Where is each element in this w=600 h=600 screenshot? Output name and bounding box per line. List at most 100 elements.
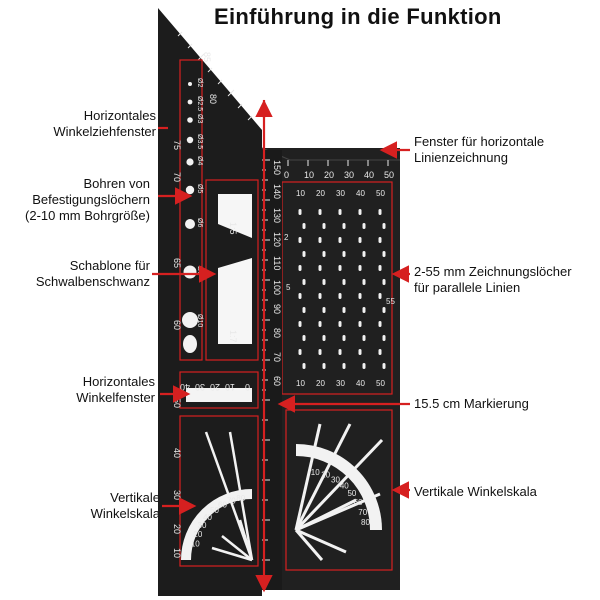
protractor-left-label: 80 xyxy=(236,494,245,503)
hole-size-label: Ø6 xyxy=(196,218,203,227)
drawing-hole xyxy=(362,307,366,313)
drawing-hole xyxy=(338,209,342,215)
protractor-right-label: 30 xyxy=(331,475,340,484)
vertical-scale-label: 130 xyxy=(272,208,282,223)
angle-label: 70 xyxy=(172,172,182,182)
angle-label: 65 xyxy=(172,258,182,268)
hole-size-label: Ø5 xyxy=(196,184,203,193)
vertical-scale-label: 80 xyxy=(272,328,282,338)
protractor-right-label: 20 xyxy=(321,471,330,480)
drawing-hole xyxy=(358,209,362,215)
drawing-hole xyxy=(382,223,386,229)
drawing-hole xyxy=(358,321,362,327)
top-scale-label: 20 xyxy=(324,170,334,180)
grid-top-label: 30 xyxy=(336,189,345,198)
drawing-hole xyxy=(378,209,382,215)
angle-label: 60 xyxy=(172,320,182,330)
grid-bottom-label: 50 xyxy=(376,379,385,388)
drawing-hole xyxy=(322,251,326,257)
drawing-hole xyxy=(358,265,362,271)
vertical-scale-label: 100 xyxy=(272,280,282,295)
vertical-scale-label: 90 xyxy=(272,304,282,314)
protractor-right-label: 70 xyxy=(358,508,367,517)
drawing-hole xyxy=(342,307,346,313)
hole-size-label: Ø2.5 xyxy=(196,96,203,111)
vertical-scale-label: 140 xyxy=(272,184,282,199)
protractor-left-label: 40 xyxy=(203,513,212,522)
grid-side-label: 5 xyxy=(286,283,291,292)
drawing-hole xyxy=(382,307,386,313)
grid-side-label: 55 xyxy=(386,297,395,306)
drawing-hole xyxy=(322,223,326,229)
drawing-hole xyxy=(342,363,346,369)
grid-bottom-label: 10 xyxy=(296,379,305,388)
drawing-hole xyxy=(338,293,342,299)
dovetail-cutout-bottom xyxy=(218,258,252,344)
drawing-hole xyxy=(378,321,382,327)
protractor-right-label: 10 xyxy=(311,468,320,477)
protractor-right-label: 80 xyxy=(361,518,370,527)
angle-label: 50 xyxy=(172,398,182,408)
protractor-right-arc xyxy=(295,444,382,531)
hole-size-label: Ø4 xyxy=(196,156,203,165)
drawing-hole xyxy=(378,237,382,243)
grid-bottom-label: 30 xyxy=(336,379,345,388)
window-scale-label: 30 xyxy=(195,382,205,392)
vertical-scale-label: 150 xyxy=(272,160,282,175)
top-scale-label: 30 xyxy=(344,170,354,180)
hole-size-label: Ø10 xyxy=(196,314,203,327)
drawing-hole xyxy=(382,363,386,369)
drawing-hole xyxy=(342,251,346,257)
protractor-left-label: 50 xyxy=(210,506,219,515)
angle-label: 85 xyxy=(202,52,212,62)
angle-label: 75 xyxy=(172,140,182,150)
protractor-right-rays xyxy=(294,423,384,561)
ratio-top-label: 1:5 xyxy=(228,222,238,235)
top-scale-label: 50 xyxy=(384,170,394,180)
diagonal-scale xyxy=(177,31,253,121)
protractor-right-label: 50 xyxy=(347,489,356,498)
angle-label: 10 xyxy=(172,548,182,558)
drawing-hole xyxy=(342,279,346,285)
vertical-scale-label: 60 xyxy=(272,376,282,386)
vertical-scale-label: 110 xyxy=(272,256,282,270)
drawing-hole xyxy=(298,209,302,215)
window-scale-label: 0 xyxy=(245,382,250,392)
tool-left-body xyxy=(158,8,262,596)
grid-side-label: 2 xyxy=(284,233,289,242)
angle-label: 30 xyxy=(172,490,182,500)
protractor-left-label: 10 xyxy=(191,539,200,548)
drawing-hole xyxy=(298,293,302,299)
horizontal-window xyxy=(186,388,252,402)
drawing-hole xyxy=(318,209,322,215)
drawing-hole xyxy=(298,265,302,271)
drawing-hole xyxy=(298,321,302,327)
drawing-hole xyxy=(318,349,322,355)
protractor-right-label: 40 xyxy=(340,482,349,491)
top-scale-label: 0 xyxy=(284,170,289,180)
angle-label: 80 xyxy=(208,94,218,104)
drawing-hole xyxy=(318,237,322,243)
ratio-bottom-label: 1:7 xyxy=(228,330,238,343)
grid-top-label: 20 xyxy=(316,189,325,198)
drawing-hole xyxy=(378,265,382,271)
angle-label: 40 xyxy=(172,448,182,458)
top-ruler-ticks xyxy=(287,160,389,166)
holes-frame xyxy=(179,59,203,361)
protractor-left-arc xyxy=(181,489,253,561)
drawing-hole xyxy=(378,349,382,355)
drawing-hole xyxy=(362,279,366,285)
protractor-left-rays xyxy=(204,431,254,562)
vertical-scale-label: 70 xyxy=(272,352,282,362)
drawing-hole xyxy=(322,363,326,369)
drawing-hole xyxy=(378,293,382,299)
